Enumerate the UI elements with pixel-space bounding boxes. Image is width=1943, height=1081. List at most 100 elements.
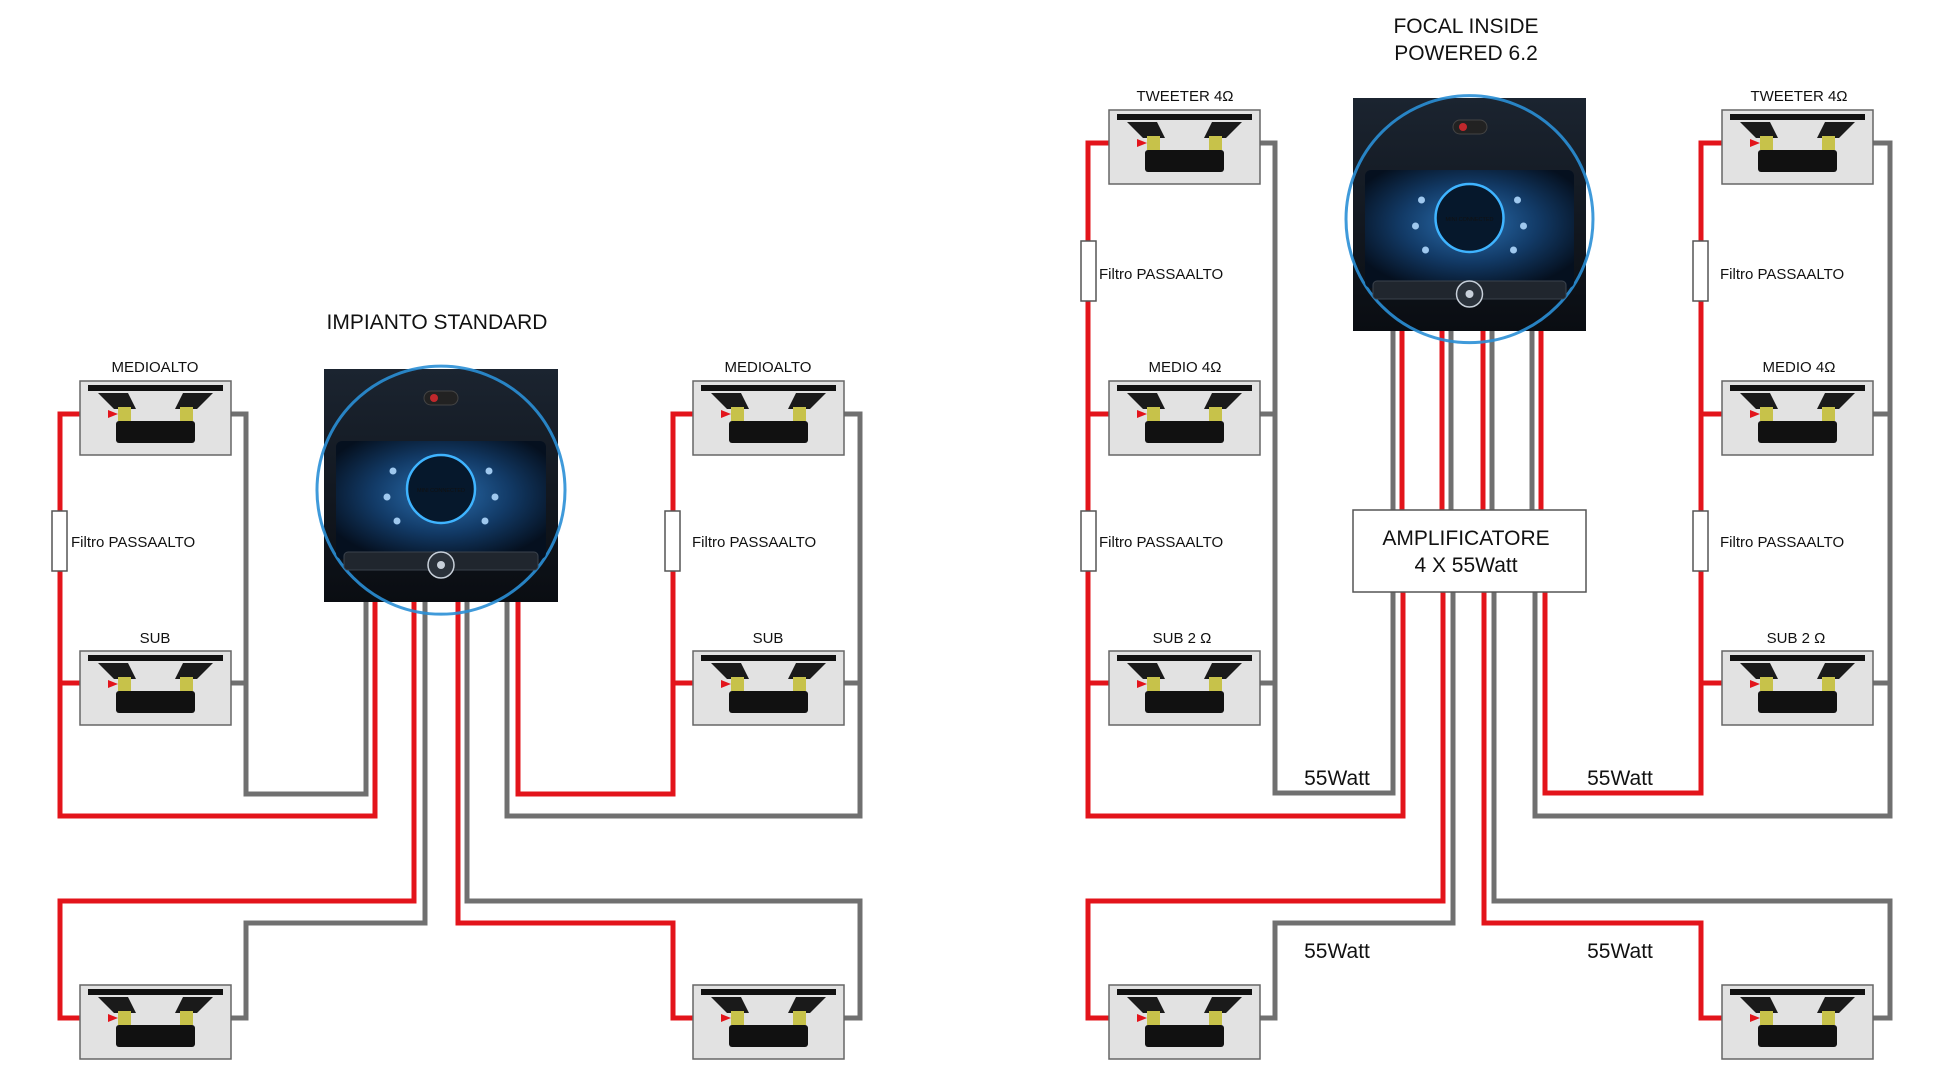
speaker-terminal bbox=[180, 677, 193, 691]
positive-terminal-arrow bbox=[1750, 680, 1760, 688]
speaker-cone bbox=[98, 997, 136, 1013]
speaker-terminal bbox=[1822, 136, 1835, 150]
speaker-cone bbox=[788, 997, 826, 1013]
speaker-frame bbox=[1117, 114, 1252, 120]
speaker-magnet bbox=[1145, 421, 1224, 443]
speaker-terminal bbox=[118, 407, 131, 421]
speaker-enclosure bbox=[1108, 380, 1261, 456]
negative-wire bbox=[1532, 140, 1893, 819]
speaker-terminal bbox=[1209, 407, 1222, 421]
menu-icon bbox=[491, 493, 499, 501]
speaker-cone bbox=[788, 663, 826, 679]
speaker-cone bbox=[98, 393, 136, 409]
speaker bbox=[79, 984, 232, 1060]
amplifier-power: 4 X 55Watt bbox=[1414, 554, 1517, 577]
speaker-frame bbox=[1730, 989, 1865, 995]
positive-terminal-arrow bbox=[108, 1014, 118, 1022]
positive-wire bbox=[1085, 592, 1446, 1021]
head-unit-ring bbox=[1344, 94, 1595, 345]
speaker-terminal bbox=[1822, 677, 1835, 691]
speaker-magnet bbox=[1145, 1025, 1224, 1047]
speaker-magnet bbox=[729, 1025, 808, 1047]
menu-icon bbox=[389, 467, 397, 475]
speaker-enclosure bbox=[692, 984, 845, 1060]
speaker-frame bbox=[1730, 114, 1865, 120]
focal-title-line1: FOCAL INSIDE bbox=[1393, 15, 1538, 38]
power-icon bbox=[437, 561, 445, 569]
positive-terminal-arrow bbox=[721, 1014, 731, 1022]
speaker bbox=[1721, 380, 1874, 456]
high-pass-filter bbox=[1692, 240, 1709, 302]
high-pass-filter bbox=[1692, 510, 1709, 572]
speaker-terminal bbox=[1147, 677, 1160, 691]
head-unit: MINI CONNECTED bbox=[1344, 94, 1595, 345]
negative-wire bbox=[243, 600, 369, 797]
speaker-cone bbox=[1204, 663, 1242, 679]
speaker-terminal bbox=[731, 677, 744, 691]
menu-icon bbox=[485, 467, 493, 475]
menu-icon bbox=[1520, 222, 1527, 230]
focal-title-line2: POWERED 6.2 bbox=[1394, 42, 1538, 65]
speaker-terminal bbox=[1760, 1011, 1773, 1025]
speaker-terminal bbox=[1209, 1011, 1222, 1025]
speaker-enclosure bbox=[1108, 109, 1261, 185]
speaker-cone bbox=[1204, 122, 1242, 138]
positive-terminal-arrow bbox=[108, 680, 118, 688]
speaker bbox=[1108, 984, 1261, 1060]
speaker-terminal bbox=[118, 1011, 131, 1025]
speaker-label: SUB 2 Ω bbox=[1767, 630, 1826, 647]
speaker-enclosure bbox=[1721, 109, 1874, 185]
speaker-cone bbox=[175, 663, 213, 679]
speaker-frame bbox=[1117, 655, 1252, 661]
speaker-label: SUB bbox=[753, 630, 784, 647]
speaker-label: MEDIO 4Ω bbox=[1149, 359, 1222, 376]
speaker-cone bbox=[1817, 393, 1855, 409]
speaker-terminal bbox=[1760, 136, 1773, 150]
speaker-frame bbox=[701, 655, 836, 661]
positive-wire bbox=[515, 600, 676, 797]
speaker-frame bbox=[88, 655, 223, 661]
speaker-cone bbox=[1817, 663, 1855, 679]
menu-ring bbox=[405, 453, 477, 525]
speaker-magnet bbox=[729, 691, 808, 713]
speaker bbox=[1108, 109, 1261, 185]
speaker bbox=[1721, 109, 1874, 185]
speaker-terminal bbox=[1147, 136, 1160, 150]
speaker bbox=[79, 650, 232, 726]
positive-terminal-arrow bbox=[1750, 139, 1760, 147]
speaker-label: SUB 2 Ω bbox=[1153, 630, 1212, 647]
speaker-cone bbox=[1127, 997, 1165, 1013]
menu-icon bbox=[1418, 196, 1425, 204]
speaker-enclosure bbox=[692, 650, 845, 726]
power-label: 55Watt bbox=[1304, 767, 1370, 790]
power-icon bbox=[1465, 290, 1474, 298]
positive-wire bbox=[1542, 592, 1704, 796]
high-pass-filter bbox=[1080, 510, 1097, 572]
speaker bbox=[692, 380, 845, 456]
speaker-frame bbox=[1117, 989, 1252, 995]
speaker-terminal bbox=[1822, 407, 1835, 421]
positive-terminal-arrow bbox=[1137, 680, 1147, 688]
speaker-terminal bbox=[118, 677, 131, 691]
speaker-terminal bbox=[1209, 136, 1222, 150]
positive-terminal-arrow bbox=[721, 410, 731, 418]
speaker-magnet bbox=[1145, 150, 1224, 172]
speaker-label: MEDIOALTO bbox=[112, 359, 199, 376]
positive-terminal-arrow bbox=[108, 410, 118, 418]
filter-label: Filtro PASSAALTO bbox=[71, 534, 195, 551]
speaker-cone bbox=[1204, 997, 1242, 1013]
negative-wire bbox=[1491, 592, 1893, 1021]
negative-wire bbox=[1245, 592, 1456, 1021]
head-unit: MINI CONNECTED bbox=[315, 364, 567, 616]
menu-icon bbox=[1510, 246, 1517, 254]
negative-wire bbox=[464, 600, 863, 1021]
speaker-frame bbox=[1730, 385, 1865, 391]
speaker-magnet bbox=[1758, 691, 1837, 713]
hazard-switch bbox=[423, 390, 459, 406]
speaker-enclosure bbox=[1721, 650, 1874, 726]
speaker-terminal bbox=[1209, 677, 1222, 691]
speaker-enclosure bbox=[1108, 984, 1261, 1060]
hazard-icon bbox=[430, 394, 438, 402]
speaker bbox=[1721, 650, 1874, 726]
power-label: 55Watt bbox=[1587, 940, 1653, 963]
